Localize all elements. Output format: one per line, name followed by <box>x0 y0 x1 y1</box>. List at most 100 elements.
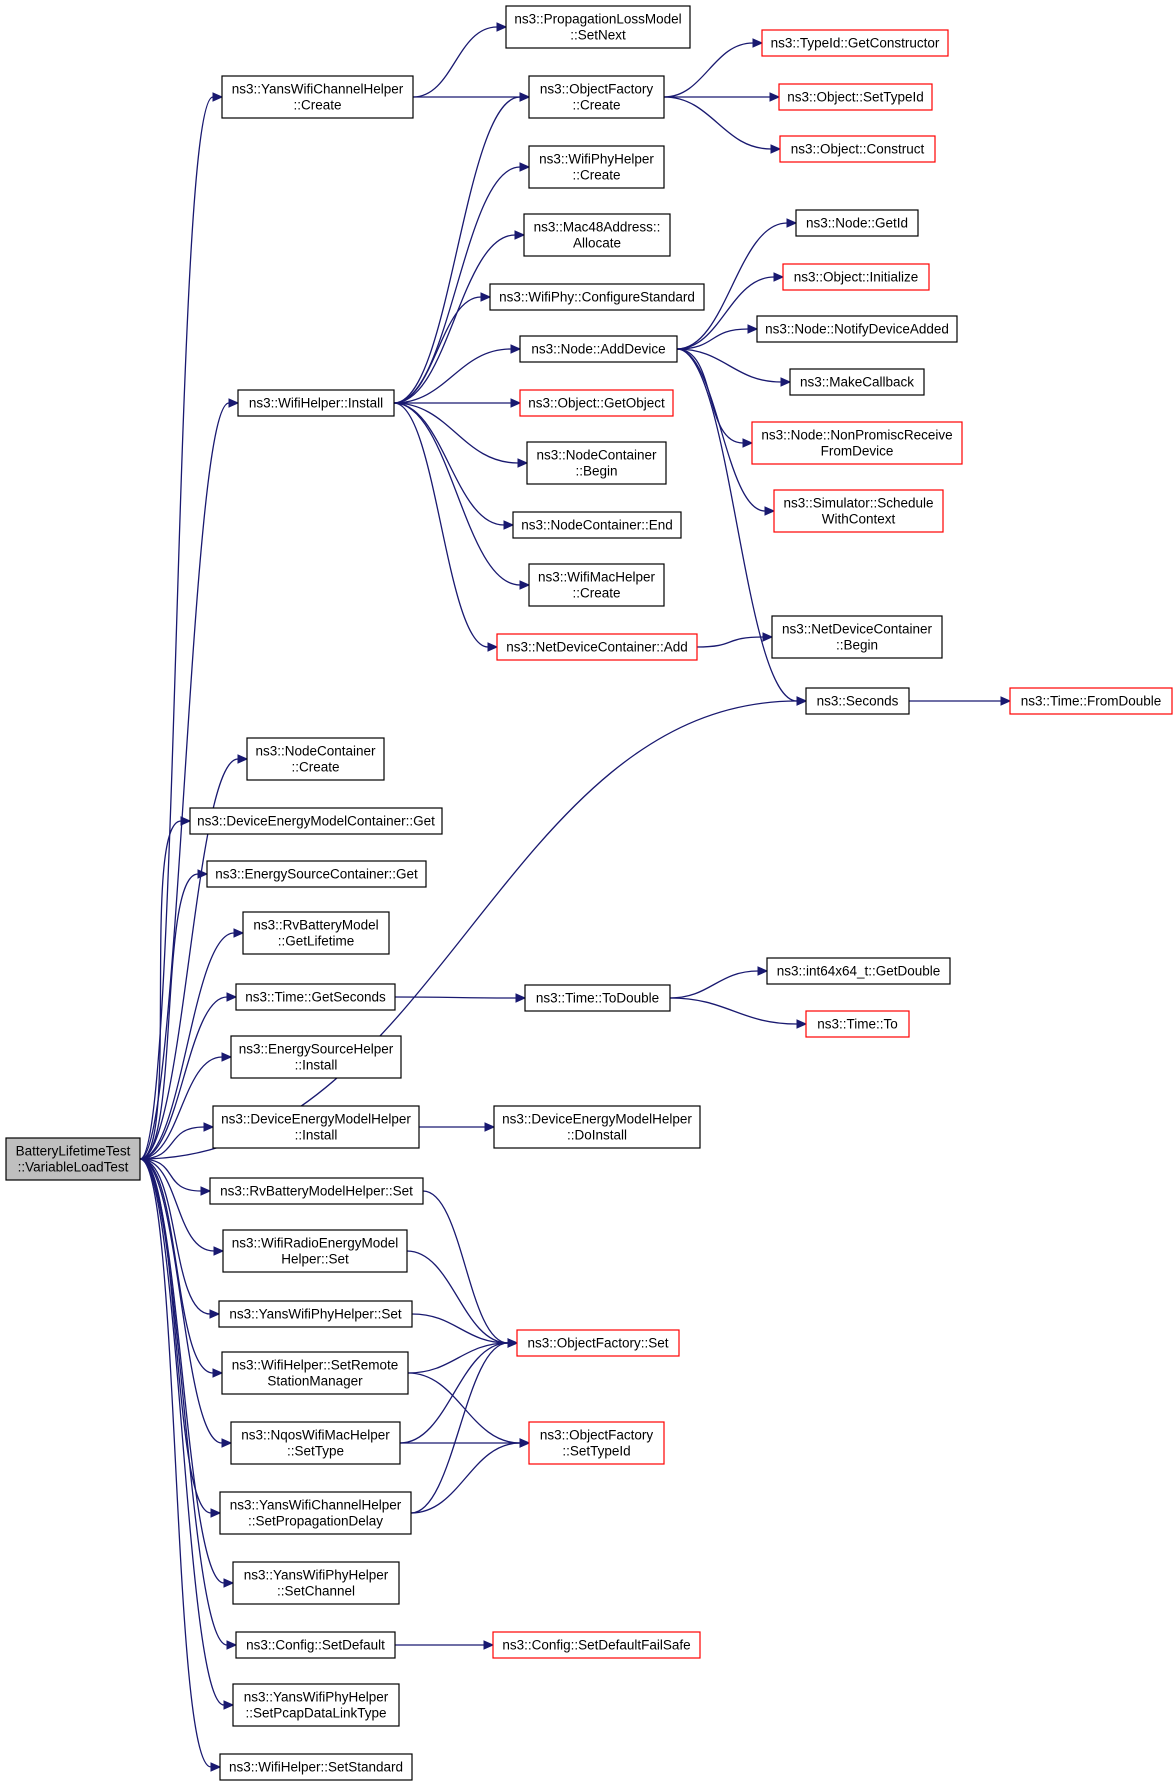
node-yansphyhelper-set[interactable]: ns3::YansWifiPhyHelper::Set <box>218 1300 413 1328</box>
node-object-initialize[interactable]: ns3::Object::Initialize <box>782 263 930 291</box>
node-root[interactable]: BatteryLifetimeTest::VariableLoadTest <box>5 1137 141 1181</box>
node-nodecontainer-create[interactable]: ns3::NodeContainer::Create <box>246 737 385 781</box>
node-config-setdefaultfailsafe[interactable]: ns3::Config::SetDefaultFailSafe <box>492 1631 701 1659</box>
node-devenergyhelper-install[interactable]: ns3::DeviceEnergyModelHelper::Install <box>212 1105 420 1149</box>
node-objfactory-set[interactable]: ns3::ObjectFactory::Set <box>516 1329 680 1357</box>
node-box[interactable] <box>219 1753 413 1781</box>
node-devenergycontainer-get[interactable]: ns3::DeviceEnergyModelContainer::Get <box>189 807 443 835</box>
node-node-adddevice[interactable]: ns3::Node::AddDevice <box>519 335 678 363</box>
node-wifiphyhelper-create[interactable]: ns3::WifiPhyHelper::Create <box>528 145 665 189</box>
node-config-setdefault[interactable]: ns3::Config::SetDefault <box>235 1631 396 1659</box>
node-box[interactable] <box>795 209 919 237</box>
node-box[interactable] <box>189 807 443 835</box>
node-nodecontainer-begin[interactable]: ns3::NodeContainer::Begin <box>526 441 667 485</box>
node-box[interactable] <box>516 1329 680 1357</box>
node-box[interactable] <box>756 315 958 343</box>
node-time-fromdouble[interactable]: ns3::Time::FromDouble <box>1009 687 1173 715</box>
node-int64-getdouble[interactable]: ns3::int64x64_t::GetDouble <box>766 957 951 985</box>
node-yanschanhelper-create[interactable]: ns3::YansWifiChannelHelper::Create <box>221 75 414 119</box>
node-object-getobject[interactable]: ns3::Object::GetObject <box>519 389 674 417</box>
node-box[interactable] <box>218 1300 413 1328</box>
node-box[interactable] <box>242 911 390 955</box>
node-box[interactable] <box>222 1229 408 1273</box>
node-box[interactable] <box>221 75 414 119</box>
node-makecallback[interactable]: ns3::MakeCallback <box>789 368 925 396</box>
node-box[interactable] <box>493 1105 701 1149</box>
node-objfactory-settypeid[interactable]: ns3::ObjectFactory::SetTypeId <box>528 1421 665 1465</box>
node-box[interactable] <box>496 633 698 661</box>
node-box[interactable] <box>235 983 396 1011</box>
node-box[interactable] <box>519 389 674 417</box>
node-box[interactable] <box>206 860 427 888</box>
node-box[interactable] <box>512 511 682 539</box>
node-box[interactable] <box>771 615 943 659</box>
node-box[interactable] <box>1009 687 1173 715</box>
node-netdevcontainer-begin[interactable]: ns3::NetDeviceContainer::Begin <box>771 615 943 659</box>
node-typeid-getconstructor[interactable]: ns3::TypeId::GetConstructor <box>761 29 949 57</box>
node-box[interactable] <box>526 441 667 485</box>
node-box[interactable] <box>528 75 665 119</box>
node-box[interactable] <box>805 687 910 715</box>
node-energysrchelper-install[interactable]: ns3::EnergySourceHelper::Install <box>230 1035 402 1079</box>
node-box[interactable] <box>805 1010 910 1038</box>
node-box[interactable] <box>528 1421 665 1465</box>
node-wifihelper-setstandard[interactable]: ns3::WifiHelper::SetStandard <box>219 1753 413 1781</box>
node-box[interactable] <box>230 1035 402 1079</box>
node-node-getid[interactable]: ns3::Node::GetId <box>795 209 919 237</box>
node-mac48-allocate[interactable]: ns3::Mac48Address::Allocate <box>523 213 671 257</box>
node-box[interactable] <box>519 335 678 363</box>
node-box[interactable] <box>779 135 936 163</box>
node-box[interactable] <box>523 213 671 257</box>
node-box[interactable] <box>505 5 691 49</box>
node-box[interactable] <box>212 1105 420 1149</box>
node-box[interactable] <box>246 737 385 781</box>
node-box[interactable] <box>528 145 665 189</box>
node-box[interactable] <box>219 1491 412 1535</box>
node-box[interactable] <box>237 389 395 417</box>
node-box[interactable] <box>5 1137 141 1181</box>
node-yansphyhelper-setchannel[interactable]: ns3::YansWifiPhyHelper::SetChannel <box>232 1561 400 1605</box>
node-box[interactable] <box>761 29 949 57</box>
node-box[interactable] <box>489 283 705 311</box>
node-box[interactable] <box>778 83 933 111</box>
node-box[interactable] <box>230 1421 401 1465</box>
node-yansphyhelper-setpcap[interactable]: ns3::YansWifiPhyHelper::SetPcapDataLinkT… <box>232 1683 400 1727</box>
node-box[interactable] <box>232 1683 400 1727</box>
node-time-getseconds[interactable]: ns3::Time::GetSeconds <box>235 983 396 1011</box>
node-devenergyhelper-doinstall[interactable]: ns3::DeviceEnergyModelHelper::DoInstall <box>493 1105 701 1149</box>
node-box[interactable] <box>528 563 665 607</box>
node-rvbatteryhelper-set[interactable]: ns3::RvBatteryModelHelper::Set <box>209 1177 424 1205</box>
node-box[interactable] <box>789 368 925 396</box>
node-wifihelper-install[interactable]: ns3::WifiHelper::Install <box>237 389 395 417</box>
node-energysrccontainer-get[interactable]: ns3::EnergySourceContainer::Get <box>206 860 427 888</box>
node-box[interactable] <box>232 1561 400 1605</box>
node-wifiphy-configstd[interactable]: ns3::WifiPhy::ConfigureStandard <box>489 283 705 311</box>
node-object-construct[interactable]: ns3::Object::Construct <box>779 135 936 163</box>
node-time-todouble[interactable]: ns3::Time::ToDouble <box>524 984 671 1012</box>
node-box[interactable] <box>524 984 671 1012</box>
node-proploss-setnext[interactable]: ns3::PropagationLossModel::SetNext <box>505 5 691 49</box>
node-seconds[interactable]: ns3::Seconds <box>805 687 910 715</box>
node-nodecontainer-end[interactable]: ns3::NodeContainer::End <box>512 511 682 539</box>
node-box[interactable] <box>782 263 930 291</box>
node-wifimachelper-create[interactable]: ns3::WifiMacHelper::Create <box>528 563 665 607</box>
node-objfactory-create[interactable]: ns3::ObjectFactory::Create <box>528 75 665 119</box>
node-box[interactable] <box>751 421 963 465</box>
node-time-to[interactable]: ns3::Time::To <box>805 1010 910 1038</box>
node-box[interactable] <box>492 1631 701 1659</box>
node-nqoswifimac-settype[interactable]: ns3::NqosWifiMacHelper::SetType <box>230 1421 401 1465</box>
node-box[interactable] <box>221 1351 409 1395</box>
node-object-settypeid[interactable]: ns3::Object::SetTypeId <box>778 83 933 111</box>
node-box[interactable] <box>235 1631 396 1659</box>
node-box[interactable] <box>773 489 944 533</box>
node-yanschanhelper-setpropdelay[interactable]: ns3::YansWifiChannelHelper::SetPropagati… <box>219 1491 412 1535</box>
node-box[interactable] <box>209 1177 424 1205</box>
node-node-notifydeviceadded[interactable]: ns3::Node::NotifyDeviceAdded <box>756 315 958 343</box>
node-rvbattery-getlifetime[interactable]: ns3::RvBatteryModel::GetLifetime <box>242 911 390 955</box>
node-netdevcontainer-add[interactable]: ns3::NetDeviceContainer::Add <box>496 633 698 661</box>
node-box[interactable] <box>766 957 951 985</box>
